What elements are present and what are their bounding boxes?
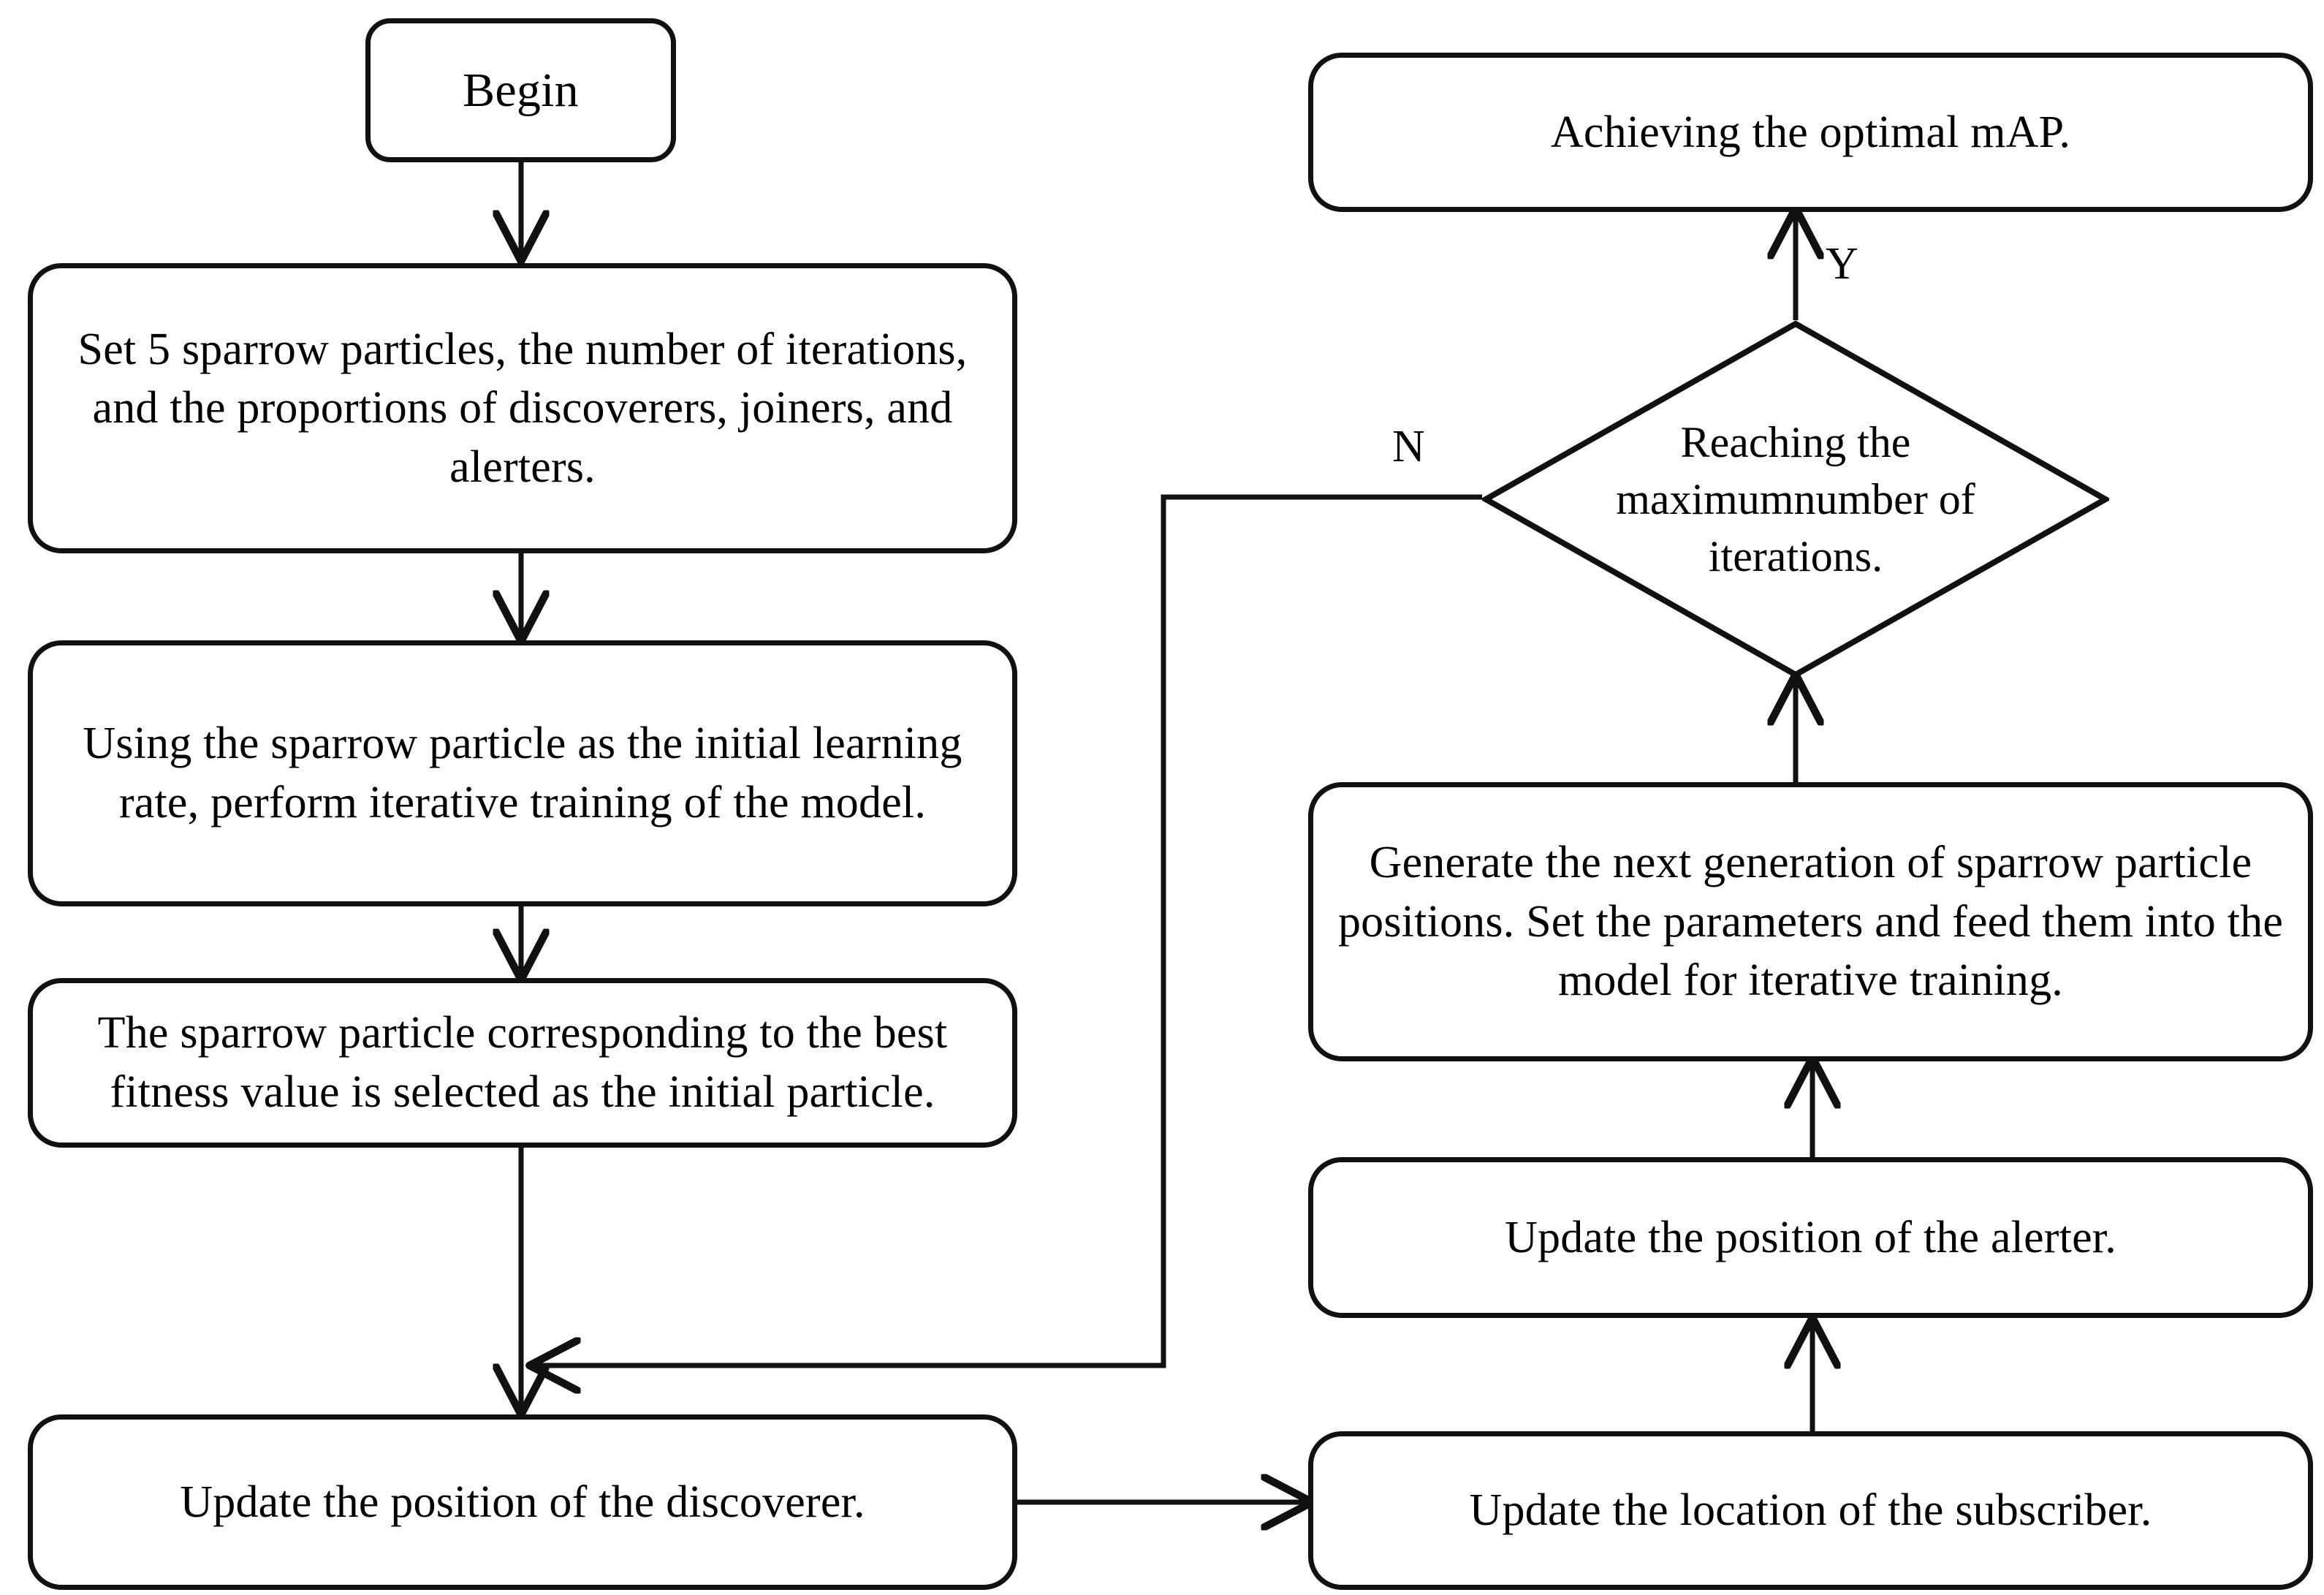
node-next-generation[interactable]: Generate the next generation of sparrow … — [1308, 782, 2313, 1061]
node-set-params[interactable]: Set 5 sparrow particles, the number of i… — [28, 263, 1017, 553]
node-best-fitness-label: The sparrow particle corresponding to th… — [97, 1008, 948, 1117]
node-max-iterations-label: Reaching the maximumnumber of iterations… — [1616, 418, 1975, 580]
edge-label-yes: Y — [1826, 239, 1858, 289]
node-update-alerter[interactable]: Update the position of the alerter. — [1308, 1157, 2313, 1318]
node-best-fitness[interactable]: The sparrow particle corresponding to th… — [28, 978, 1017, 1148]
edge-label-no: N — [1392, 422, 1425, 471]
node-initial-lr[interactable]: Using the sparrow particle as the initia… — [28, 640, 1017, 906]
node-update-alerter-label: Update the position of the alerter. — [1505, 1212, 2116, 1262]
node-initial-lr-label: Using the sparrow particle as the initia… — [83, 719, 962, 827]
node-next-generation-label: Generate the next generation of sparrow … — [1337, 838, 2284, 1006]
node-max-iterations[interactable]: Reaching the maximumnumber of iterations… — [1482, 320, 2109, 678]
node-update-discoverer[interactable]: Update the position of the discoverer. — [28, 1414, 1017, 1590]
node-optimal-map[interactable]: Achieving the optimal mAP. — [1308, 53, 2313, 212]
node-begin-label: Begin — [463, 63, 579, 117]
node-set-params-label: Set 5 sparrow particles, the number of i… — [77, 324, 968, 492]
node-update-subscriber[interactable]: Update the location of the subscriber. — [1308, 1431, 2313, 1590]
node-update-subscriber-label: Update the location of the subscriber. — [1469, 1485, 2152, 1536]
node-begin[interactable]: Begin — [365, 18, 676, 162]
node-update-discoverer-label: Update the position of the discoverer. — [180, 1477, 865, 1527]
node-optimal-map-label: Achieving the optimal mAP. — [1550, 107, 2071, 157]
